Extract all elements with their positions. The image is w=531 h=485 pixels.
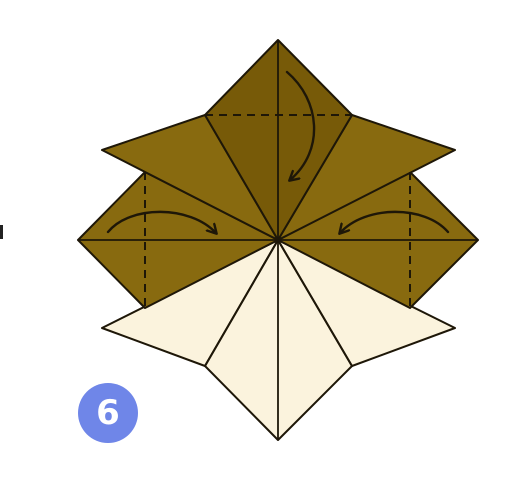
lower-left-crease [204, 239, 279, 367]
right-fold-arrow [340, 210, 450, 233]
lower-right-crease [277, 239, 353, 367]
top-fold-arrow [285, 70, 316, 180]
step-number: 6 [96, 393, 120, 433]
step-number-badge: 6 [78, 383, 138, 443]
edge-mark [0, 225, 3, 239]
left-fold-arrow [106, 210, 216, 233]
